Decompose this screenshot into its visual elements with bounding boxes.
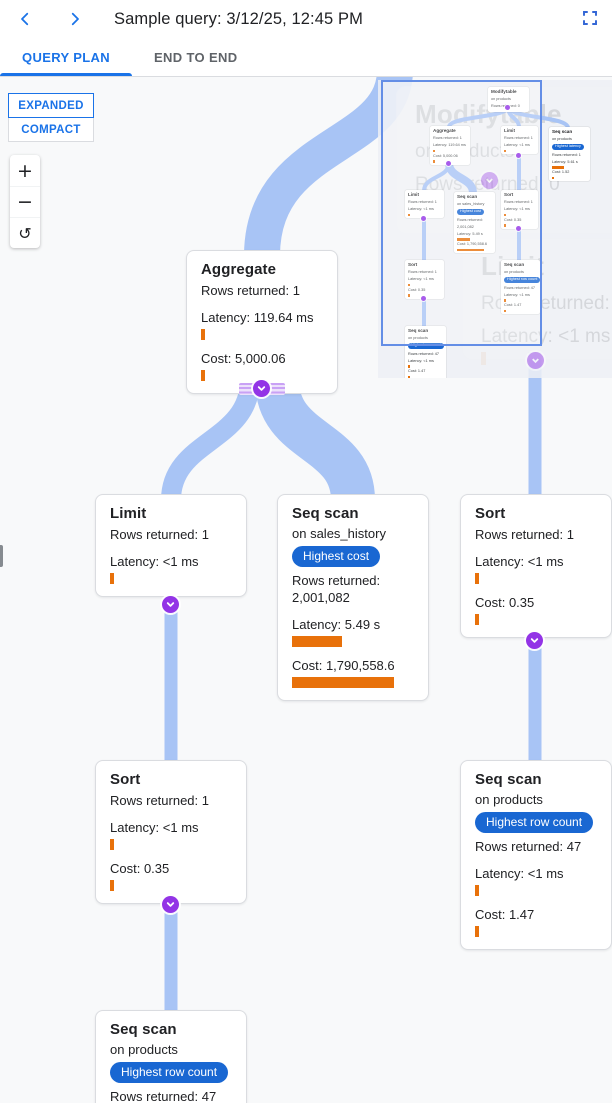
chevron-down-icon [256, 383, 267, 394]
chevron-down-icon [484, 175, 495, 186]
plus-icon: + [17, 159, 33, 182]
fullscreen-button[interactable] [581, 9, 601, 29]
query-plan-canvas[interactable]: Modifytable on products Rows returned: 0… [0, 77, 612, 1103]
collapse-button-aggregate[interactable] [253, 380, 270, 397]
zoom-in-button[interactable]: + [10, 155, 40, 186]
back-button[interactable] [8, 4, 42, 34]
plan-node-seq-scan-sales-history[interactable]: Seq scan on sales_history Highest cost R… [277, 494, 429, 701]
forward-button[interactable] [58, 4, 92, 34]
latency-bar [475, 573, 479, 584]
zoom-out-button[interactable]: − [10, 186, 40, 217]
reset-zoom-button[interactable]: ↺ [10, 217, 40, 248]
chevron-left-icon [16, 10, 34, 28]
latency-bar [292, 636, 342, 647]
fullscreen-icon [581, 9, 601, 27]
page-title: Sample query: 3/12/25, 12:45 PM [114, 9, 363, 28]
highest-row-count-badge: Highest row count [110, 1062, 229, 1083]
latency-bar [475, 885, 479, 896]
mini-collapse-dot [421, 216, 426, 221]
tab-query-plan[interactable]: QUERY PLAN [0, 38, 133, 76]
mini-collapse-dot [446, 161, 451, 166]
plan-node-sort-right[interactable]: Sort Rows returned: 1 Latency: <1 ms Cos… [460, 494, 612, 638]
cost-bar [475, 614, 479, 625]
mini-collapse-dot [516, 226, 521, 231]
latency-bar [110, 839, 114, 850]
highest-row-count-badge: Highest row count [475, 812, 594, 833]
plan-node-sort-left[interactable]: Sort Rows returned: 1 Latency: <1 ms Cos… [95, 760, 247, 904]
ghost-collapse-button [527, 352, 544, 369]
tab-bar: QUERY PLAN END TO END [0, 38, 612, 77]
ghost-collapse-button [481, 172, 498, 189]
collapse-button-sort-right[interactable] [526, 632, 543, 649]
minus-icon: − [17, 191, 33, 213]
zoom-controls: + − ↺ [10, 155, 40, 248]
latency-bar [110, 573, 114, 584]
plan-node-seq-scan-products-left[interactable]: Seq scan on products Highest row count R… [95, 1010, 247, 1103]
chevron-down-icon [165, 599, 176, 610]
view-mode-toggle: EXPANDED COMPACT [8, 93, 94, 142]
cost-bar [201, 370, 205, 381]
highest-cost-badge: Highest cost [292, 546, 381, 567]
collapse-button-limit[interactable] [162, 596, 179, 613]
chevron-down-icon [530, 355, 541, 366]
chevron-down-icon [165, 899, 176, 910]
mini-collapse-dot [505, 105, 510, 110]
header: Sample query: 3/12/25, 12:45 PM [0, 0, 612, 38]
left-scrollbar-thumb[interactable] [0, 545, 3, 567]
chevron-right-icon [66, 10, 84, 28]
minimap-viewport[interactable] [381, 80, 542, 346]
chevron-down-icon [529, 635, 540, 646]
collapse-button-sort-left[interactable] [162, 896, 179, 913]
latency-bar [201, 329, 205, 340]
mini-collapse-dot [516, 153, 521, 158]
mini-collapse-dot [421, 296, 426, 301]
cost-bar [475, 926, 479, 937]
reset-icon: ↺ [18, 223, 32, 243]
plan-node-limit[interactable]: Limit Rows returned: 1 Latency: <1 ms [95, 494, 247, 597]
expanded-button[interactable]: EXPANDED [8, 93, 94, 118]
cost-bar [292, 677, 394, 688]
tab-end-to-end[interactable]: END TO END [154, 49, 238, 65]
plan-node-seq-scan-products-right[interactable]: Seq scan on products Highest row count R… [460, 760, 612, 950]
plan-node-aggregate[interactable]: Aggregate Rows returned: 1 Latency: 119.… [186, 250, 338, 394]
cost-bar [110, 880, 114, 891]
compact-button[interactable]: COMPACT [8, 117, 94, 142]
